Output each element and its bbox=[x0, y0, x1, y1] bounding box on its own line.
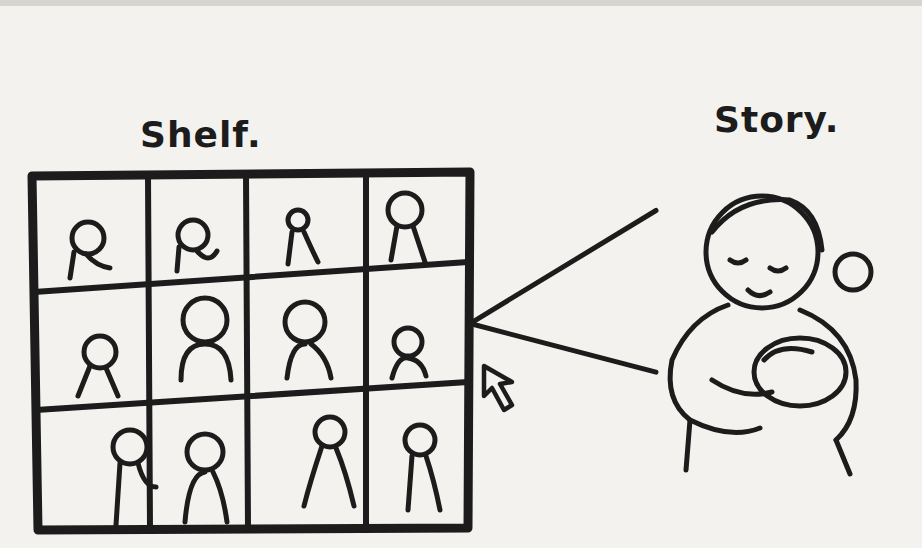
wedge-line bbox=[470, 211, 656, 324]
shelf-figures bbox=[70, 193, 440, 525]
shelf-box: Shelf. bbox=[32, 174, 470, 530]
story-figure: Story. bbox=[656, 95, 890, 480]
wedge-line bbox=[470, 324, 656, 373]
shelf-grid bbox=[32, 172, 470, 530]
paper-edge bbox=[0, 0, 922, 6]
cursor-arrow bbox=[484, 366, 512, 410]
heading-label: Story. bbox=[714, 99, 839, 140]
heading-label: Shelf. bbox=[140, 114, 262, 155]
wedge-connector bbox=[470, 211, 656, 373]
mother-figure bbox=[670, 196, 871, 474]
